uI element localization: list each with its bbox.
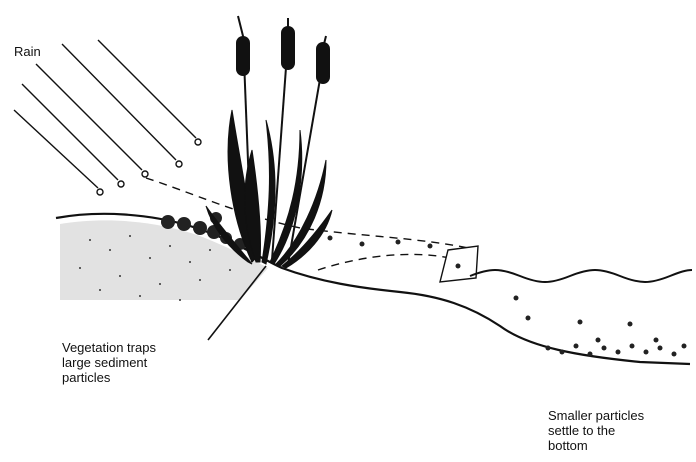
vegetation-label: Vegetation traps large sediment particle…: [62, 340, 212, 385]
vegetation-label-line: large sediment: [62, 355, 212, 370]
cattail-heads: [236, 26, 330, 84]
settle-label: Smaller particles settle to the bottom: [548, 408, 688, 453]
vegetation-label-line: Vegetation traps: [62, 340, 212, 355]
cattail-leaves: [206, 110, 332, 268]
vegetation-label-line: particles: [62, 370, 212, 385]
small-particles: [328, 236, 687, 357]
rain-label: Rain: [14, 44, 41, 59]
soil-stipple: [60, 220, 268, 301]
settle-label-line: Smaller particles: [548, 408, 688, 423]
rain-streaks: [14, 40, 201, 195]
settle-label-line: bottom: [548, 438, 688, 453]
settle-label-line: settle to the: [548, 423, 688, 438]
water-surface: [470, 270, 692, 282]
runoff-dashed-path-lower: [318, 254, 450, 270]
